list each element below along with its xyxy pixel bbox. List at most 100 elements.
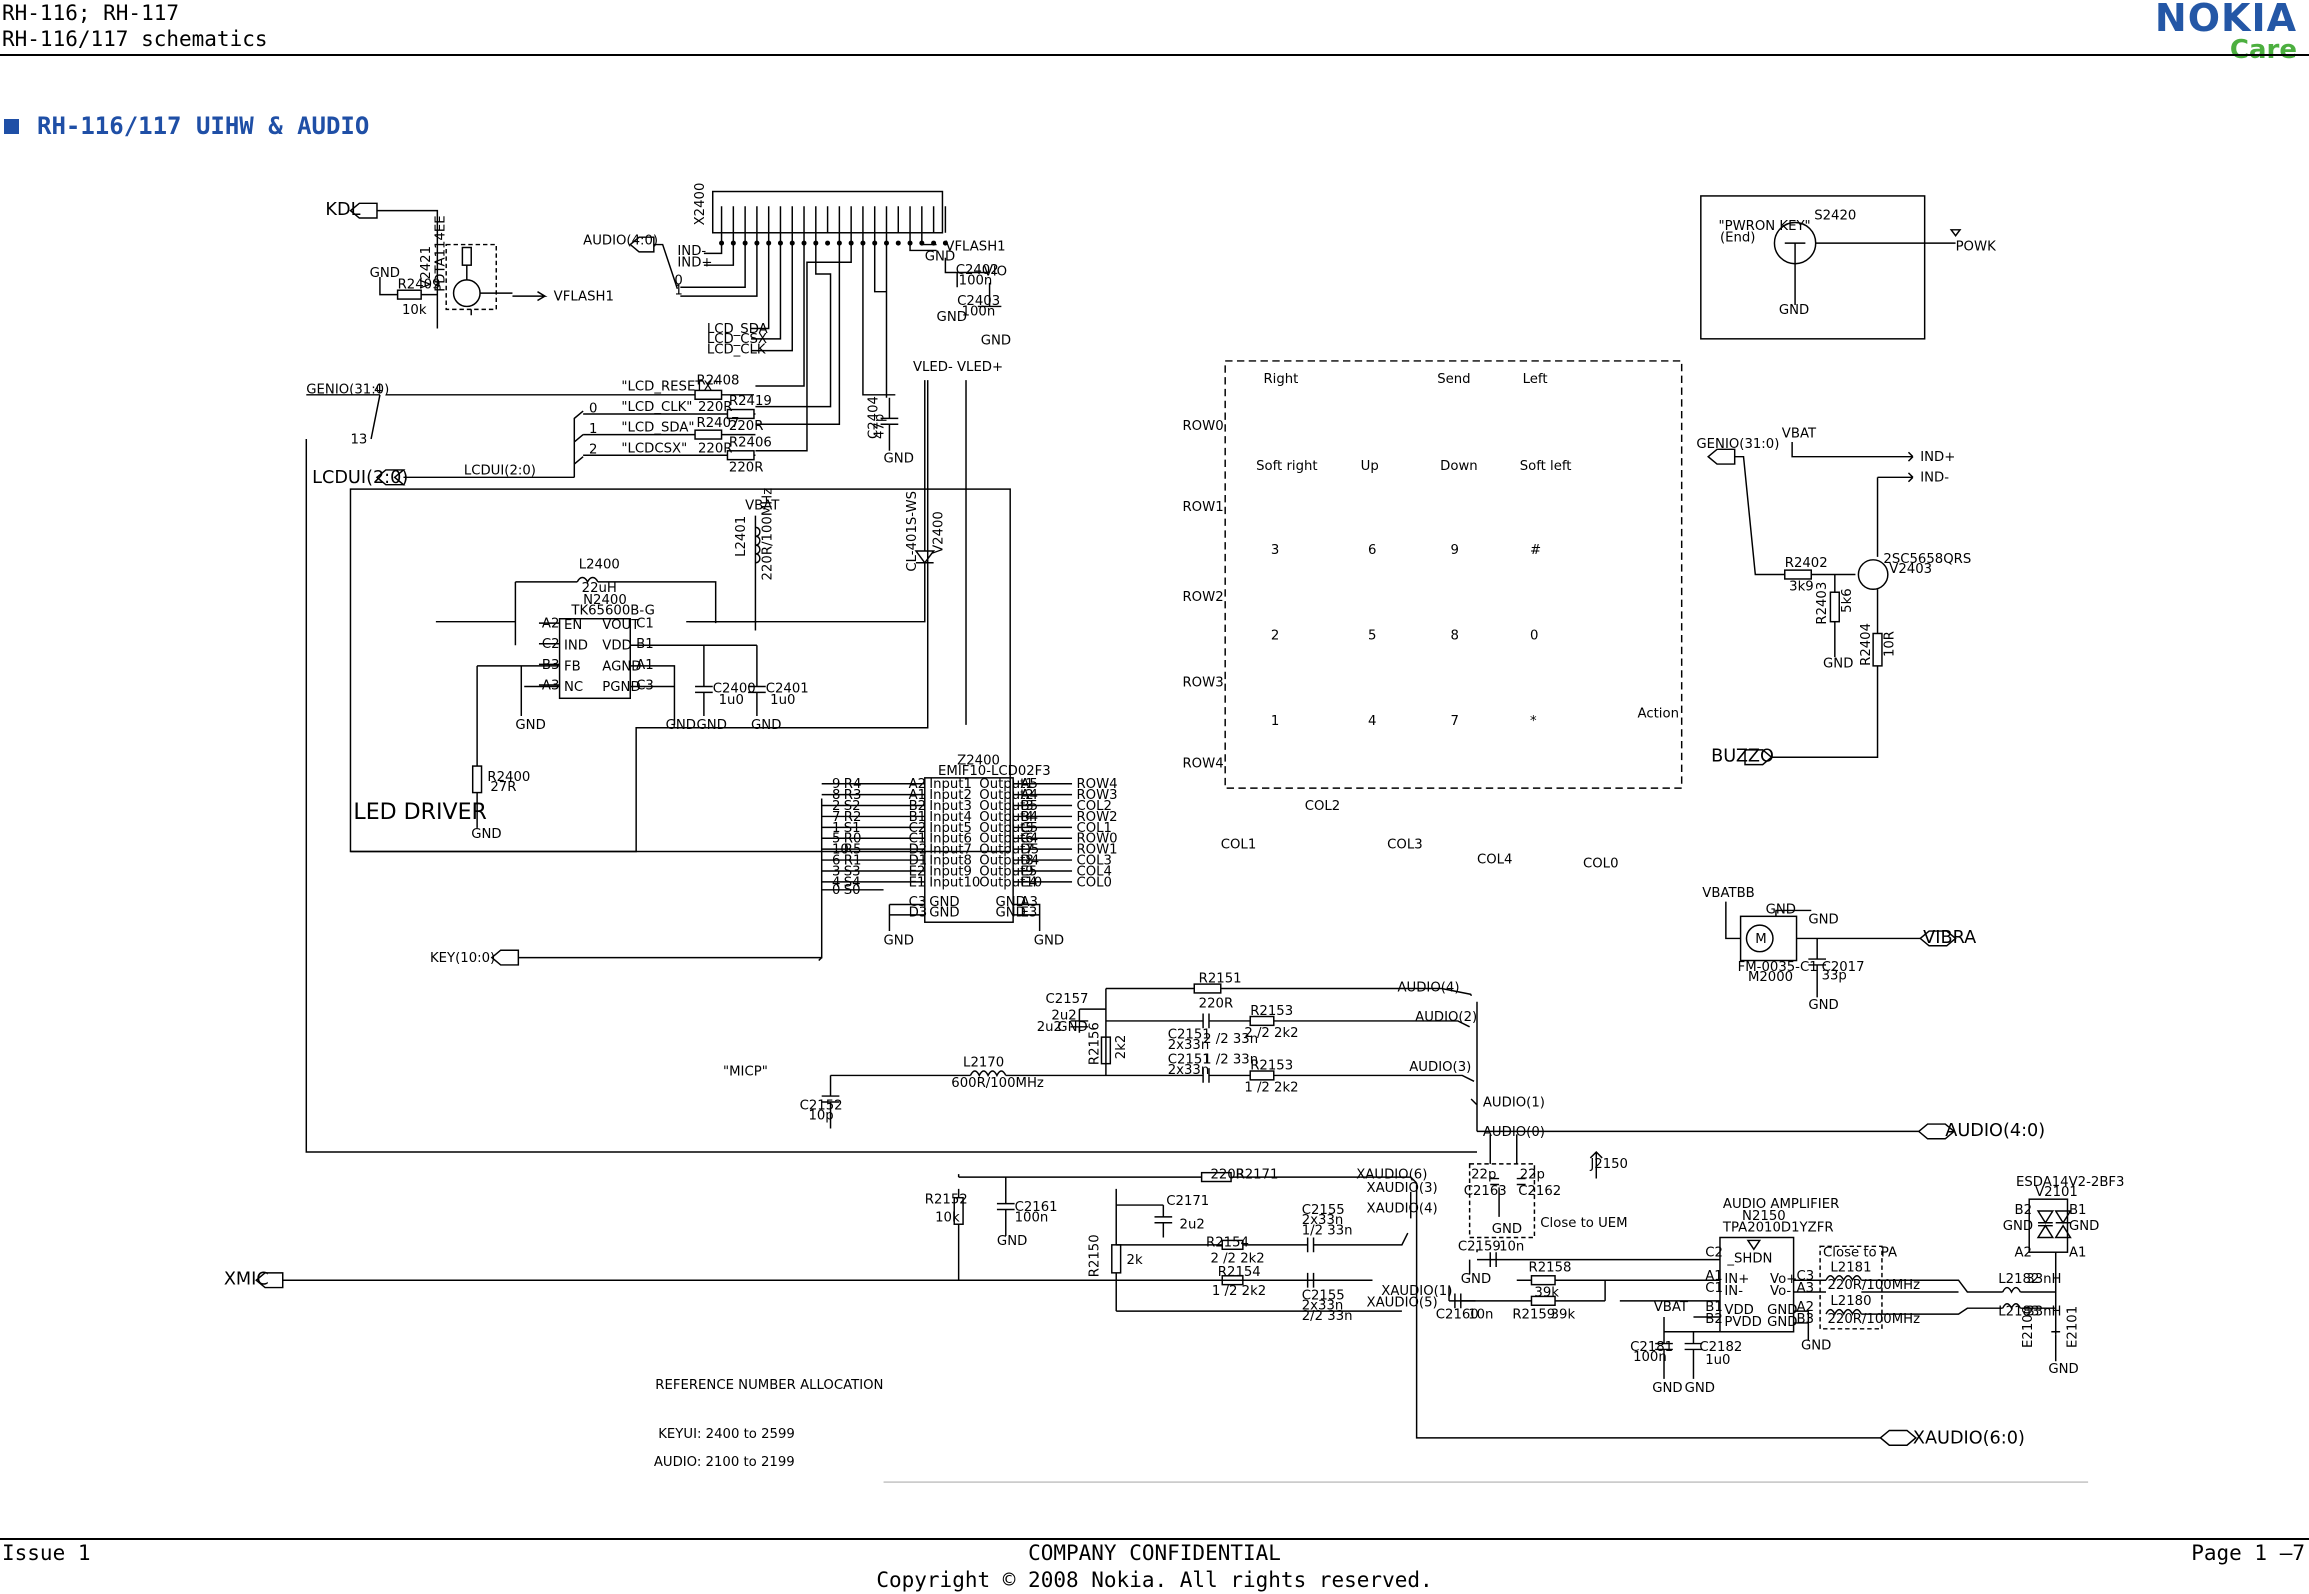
bit0: 0 [674,273,682,288]
r2153-part2: 2 /2 2k2 [1244,1026,1298,1041]
gnd-label: GND [2048,1362,2078,1377]
s2420-ref: S2420 [1814,209,1856,224]
footer-copyright: Copyright © 2008 Nokia. All rights reser… [876,1568,1433,1592]
n2150-part: TPA2010D1YZFR [1722,1221,1834,1236]
c2162-ref: C2162 [1518,1184,1561,1199]
c2157-val2: 2u2 [1037,1020,1062,1035]
net-xaudio3: XAUDIO(3) [1367,1181,1438,1196]
emif-net: COL3 [1076,853,1111,868]
v2421-ref: V2421 [419,246,434,289]
net-xaudio6: XAUDIO(6) [1356,1168,1427,1183]
emif-output: Output6 [979,832,1033,847]
pwron-key-label: "PWRON KEY" [1718,219,1810,234]
emif-gnd-ball-out: A3 [1020,895,1037,910]
e2100-ref: E2100 [2021,1306,2036,1348]
esd-b1: B1 [2069,1203,2087,1218]
v2421-part: PDTA114EE [434,215,449,291]
r2150-val: 2k [1127,1253,1143,1268]
ball-b2: B2 [1705,1312,1723,1327]
port-audio-in-label: AUDIO(4:0) [583,234,658,249]
section-title: RH-116/117 UIHW & AUDIO [37,112,370,140]
net-lcd-clk: "LCD_CLK" [621,400,692,415]
keypad-matrix [1224,360,1683,789]
genio-bit4: 4 [374,382,382,397]
r2152-ref: R2152 [925,1193,968,1208]
emif-input: Input5 [929,821,972,836]
c2181-val: 100n [1633,1350,1667,1365]
pin-shdn: _SHDN [1726,1252,1772,1267]
c2171-val: 2u2 [1180,1218,1205,1233]
port-xmic-label: XMIC [224,1270,269,1290]
emif-gnd-ball: D3 [909,905,928,920]
z2400-chip [924,777,1014,923]
emif-ball-in: A1 [909,788,926,803]
n2400-ball-right: C1 [636,617,654,632]
emif-ball-in: E1 [909,875,926,890]
v2403-ref: V2403 [1889,562,1932,577]
net-micp: "MICP" [723,1064,768,1079]
n2400-pin-right: VDD [602,639,631,654]
nokia-care-logo: NOKIA Care [2155,0,2297,63]
bus-bit2: 2 [589,443,597,458]
c2155-part1: 1/2 33n [1302,1224,1353,1239]
r2156-ref: R2156 [1088,1022,1103,1065]
emif-row-signal: S2 [844,799,861,814]
emif-output: Output8 [979,853,1033,868]
n2400-ball-left: C2 [542,637,560,652]
l2180-ref: L2180 [1830,1294,1871,1309]
esd-part: ESDA14V2-2BF3 [2016,1175,2125,1190]
port-vibra-label: VIBRA [1923,928,1976,948]
n2150-ref: N2150 [1742,1209,1786,1224]
c2161-val: 100n [1015,1210,1049,1225]
emif-ball-in: A2 [909,777,926,792]
footer-page: Page 1 –7 [2191,1541,2305,1565]
close-to-uem: Close to UEM [1540,1216,1627,1231]
gnd-label: GND [1652,1381,1682,1396]
gnd-label: GND [997,1234,1027,1249]
c2151-ref-b: C2151 [1168,1053,1211,1068]
z2400-ref: Z2400 [957,754,1000,769]
l2400-ref: L2400 [579,558,620,573]
emif-net: COL2 [1076,799,1111,814]
junction-dot [895,240,901,246]
c2401-ref: C2401 [766,681,809,696]
l2181-val: 220R/100MHz [1827,1278,1920,1293]
emif-gnd-pin: GND [929,905,959,920]
r2419-val: 220R [729,419,763,434]
gnd-label: GND [1492,1222,1522,1237]
n2400-pin-right: VOUT [602,618,640,633]
r2154-part1: 1 /2 2k2 [1212,1284,1266,1299]
keypad-row-label: ROW1 [1182,500,1223,515]
ball-c1: C1 [1705,1281,1723,1296]
bus-bit0: 0 [589,401,597,416]
gnd-label: GND [471,827,501,842]
c2017-val: 33p [1822,969,1847,984]
l2180-val: 220R/100MHz [1827,1312,1920,1327]
gnd-label: GND [2069,1219,2099,1234]
r2159-ref: R2159 [1512,1308,1555,1323]
n2400-ref: N2400 [583,593,627,608]
emif-input: Input6 [929,832,972,847]
key-digit: * [1530,714,1537,729]
net-lcdcsx: "LCDCSX" [621,441,687,456]
emif-net: ROW4 [1076,777,1117,792]
key-digit: 1 [1271,714,1279,729]
emif-ball-in: D1 [909,853,928,868]
emif-output: Output2 [979,788,1033,803]
section-bullet-icon [4,118,19,134]
vflash1-label-a: VFLASH1 [554,290,614,305]
keypad-col-label: COL3 [1387,838,1422,853]
n2400-ball-left: A2 [542,617,559,632]
motor-part: FM-0035-C1 [1738,960,1818,975]
r2403-ref: R2403 [1815,582,1830,625]
gnd-label: GND [666,718,696,733]
gnd-label: GND [370,266,400,281]
gnd-label: GND [1034,933,1064,948]
c2162-val: 22p [1520,1168,1545,1183]
bit1: 1 [674,284,682,299]
emif-ball-in: C1 [909,832,927,847]
gnd-label: GND [1685,1381,1715,1396]
r2409-ref: R2409 [398,278,441,293]
emif-row-signal: R1 [844,853,862,868]
gnd-label: GND [937,310,967,325]
